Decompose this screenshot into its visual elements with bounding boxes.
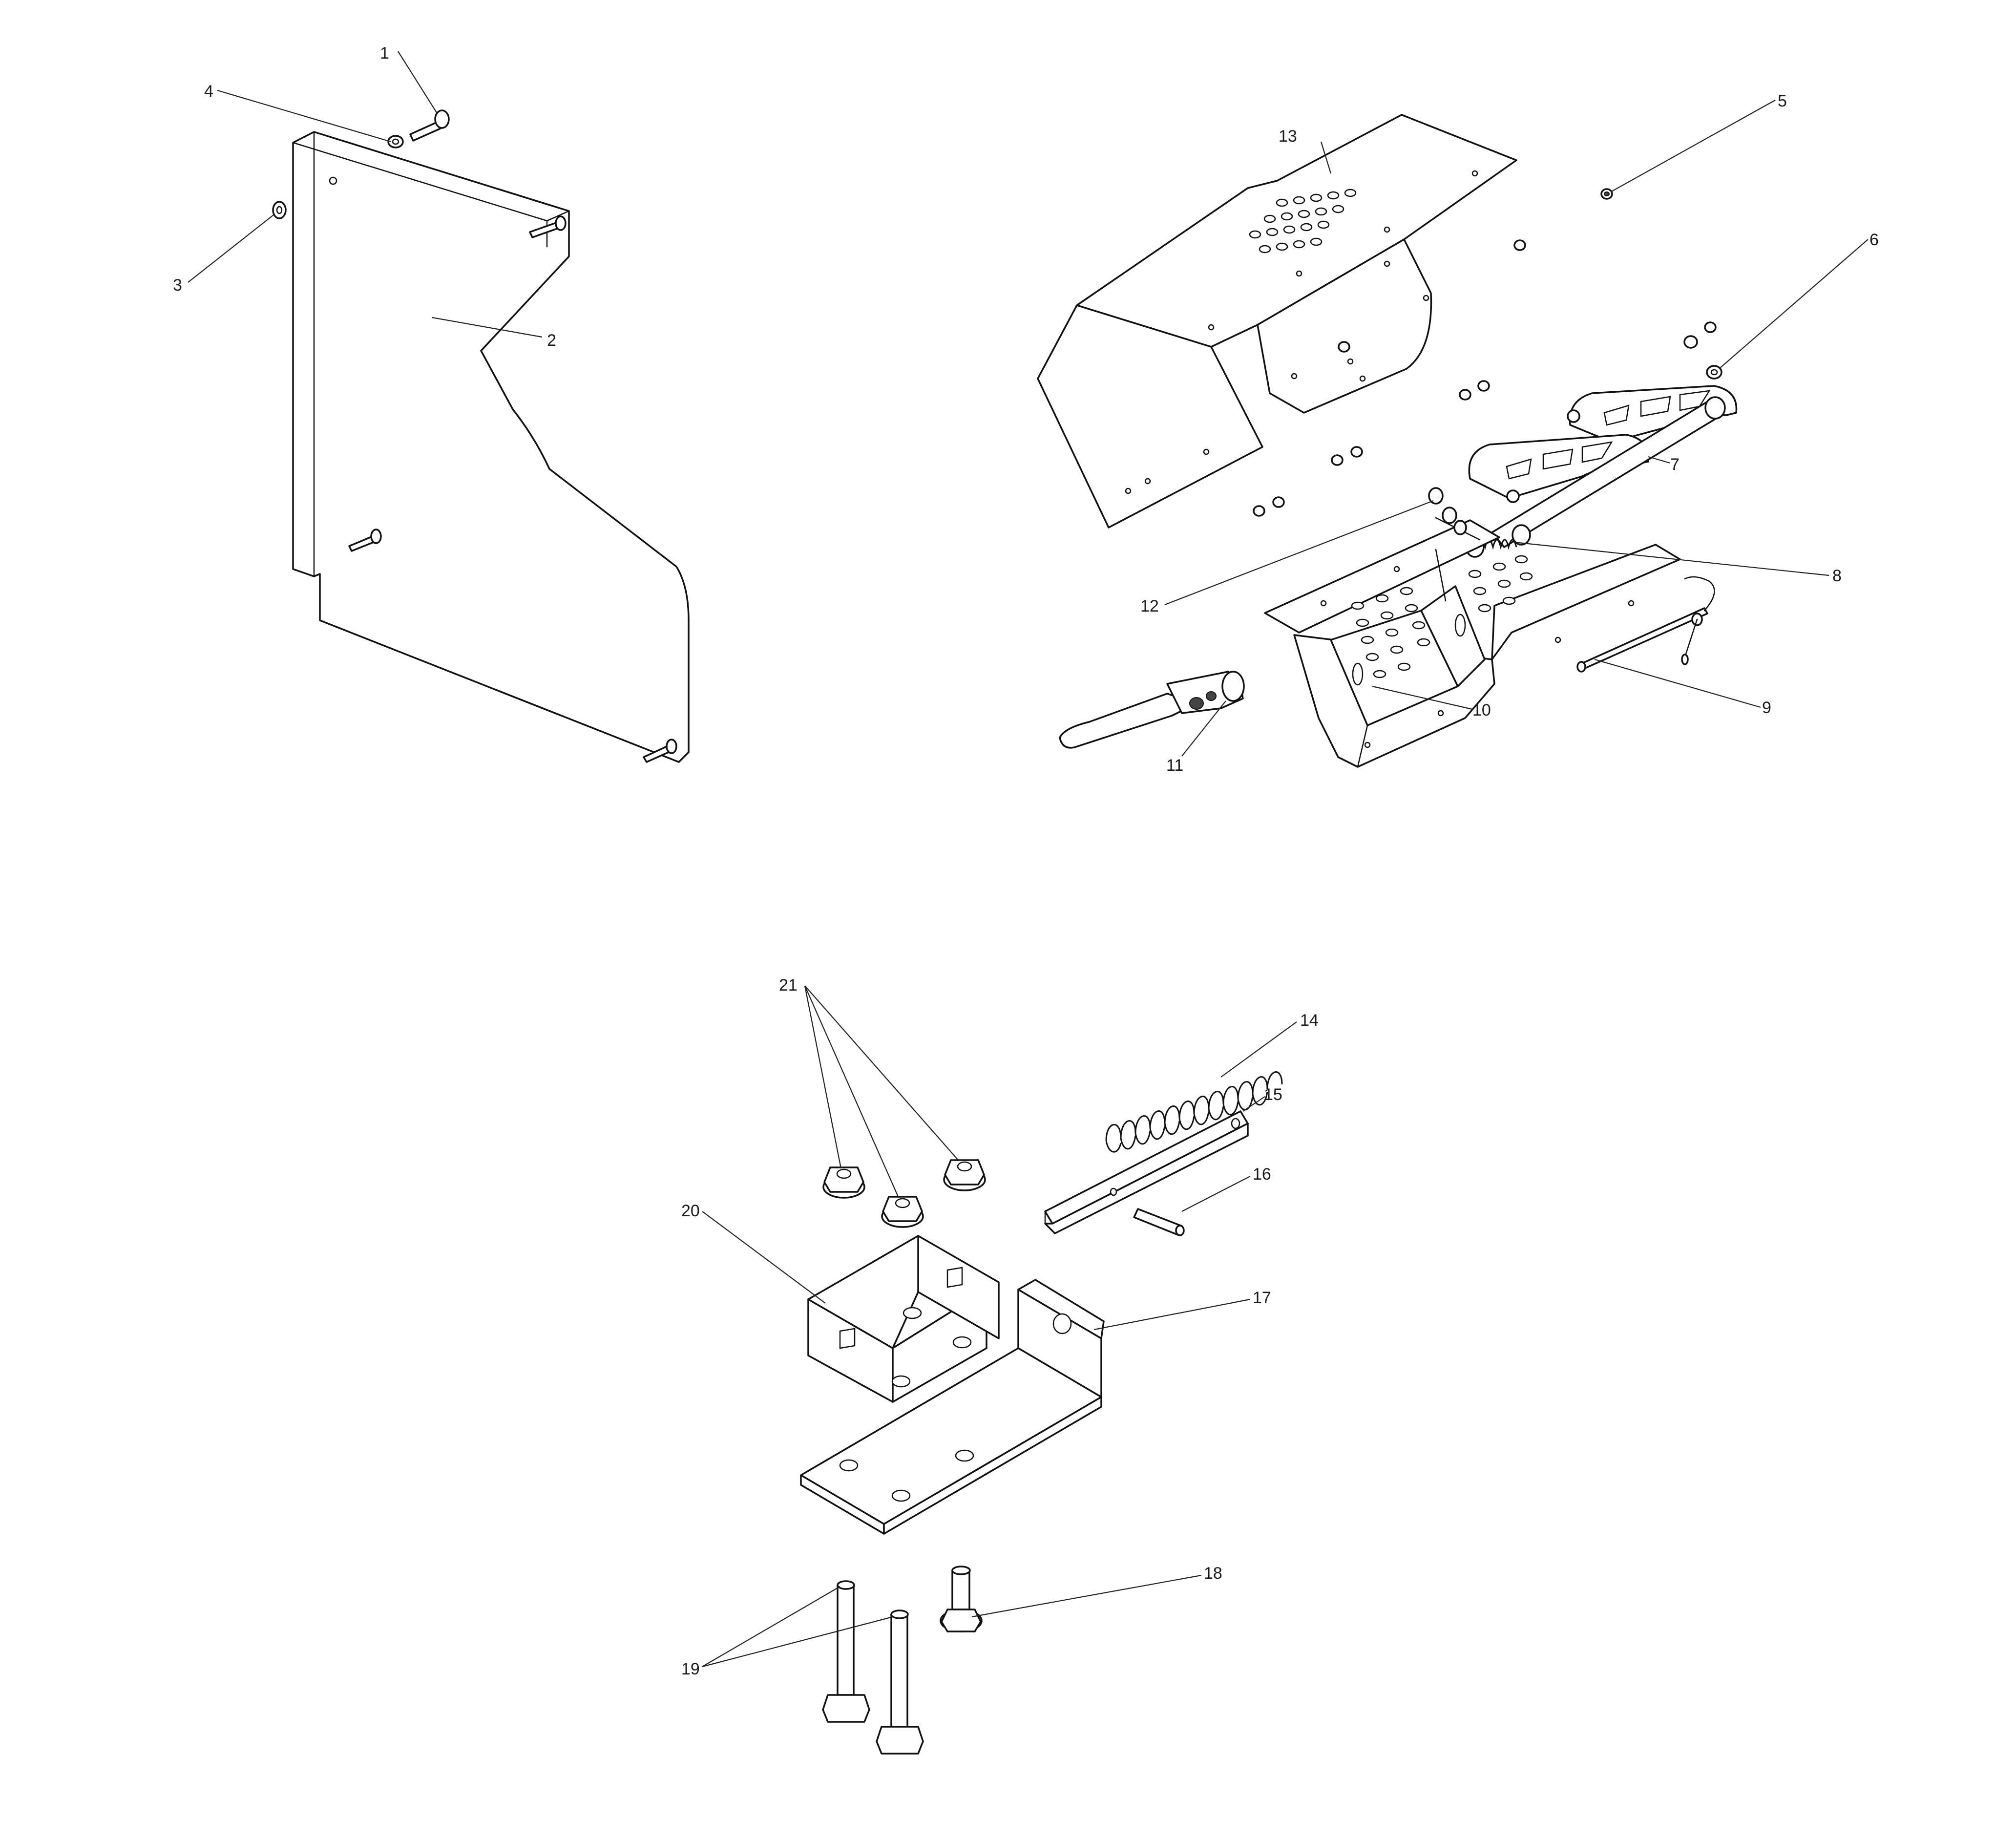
nut-part [272,201,287,219]
cable-assembly-part [1428,487,1481,541]
flange-nut-part [822,1166,865,1199]
washer-part [1706,365,1722,380]
callout-21: 21 [779,976,798,995]
hex-bolt-part [876,1609,924,1755]
callout-12: 12 [1140,597,1159,615]
hand-lever-part [1059,671,1245,749]
flange-nut-part [881,1196,924,1228]
callout-11: 11 [1166,756,1183,775]
loose-nut-group [1253,239,1717,517]
pedal-arm-part [1468,385,1738,548]
bolt-part [409,109,450,142]
callout-9: 9 [1762,699,1771,717]
square-bar-part [1044,1110,1249,1234]
callout-15: 15 [1264,1085,1282,1104]
bracket-assembly [800,1071,1283,1755]
pedal-housing-part [1264,519,1681,768]
callout-2: 2 [547,331,556,350]
washer-part [387,135,404,148]
callout-7: 7 [1670,455,1680,474]
flange-nut-part [943,1159,986,1191]
housing-slot-pattern [1351,555,1533,678]
nut-part [1600,188,1613,200]
l-bracket-part [800,1279,1105,1535]
callout-1: 1 [380,44,389,63]
callout-6: 6 [1869,231,1879,249]
callout-13: 13 [1279,127,1297,146]
u-bracket-part [807,1235,1000,1403]
callout-20: 20 [681,1202,700,1220]
cover-and-pedal-assembly [1037,114,1738,768]
callout-19: 19 [681,1660,700,1678]
callout-4: 4 [204,82,213,101]
panel-stud [643,739,677,763]
pin-part [1133,1208,1185,1236]
flange-bolt-part [940,1566,983,1632]
leader-lines [188,51,1869,1668]
callout-3: 3 [173,276,182,295]
top-cover-part [1037,114,1517,529]
callout-10: 10 [1472,701,1491,720]
rod-part [1576,576,1715,673]
side-panel-assembly [272,109,690,763]
hex-bolt-part [822,1580,870,1723]
callout-18: 18 [1204,1564,1222,1583]
callout-labels: 1 4 3 2 5 13 6 7 8 9 10 11 12 14 15 16 1… [173,44,1879,1678]
callout-14: 14 [1300,1011,1319,1030]
callout-5: 5 [1778,92,1787,110]
cover-slot-pattern [1249,189,1357,254]
callout-8: 8 [1832,567,1842,585]
side-panel-part [292,131,690,763]
panel-stud [348,529,382,552]
callout-17: 17 [1253,1289,1271,1307]
callout-16: 16 [1253,1165,1271,1184]
panel-stud [529,215,567,238]
